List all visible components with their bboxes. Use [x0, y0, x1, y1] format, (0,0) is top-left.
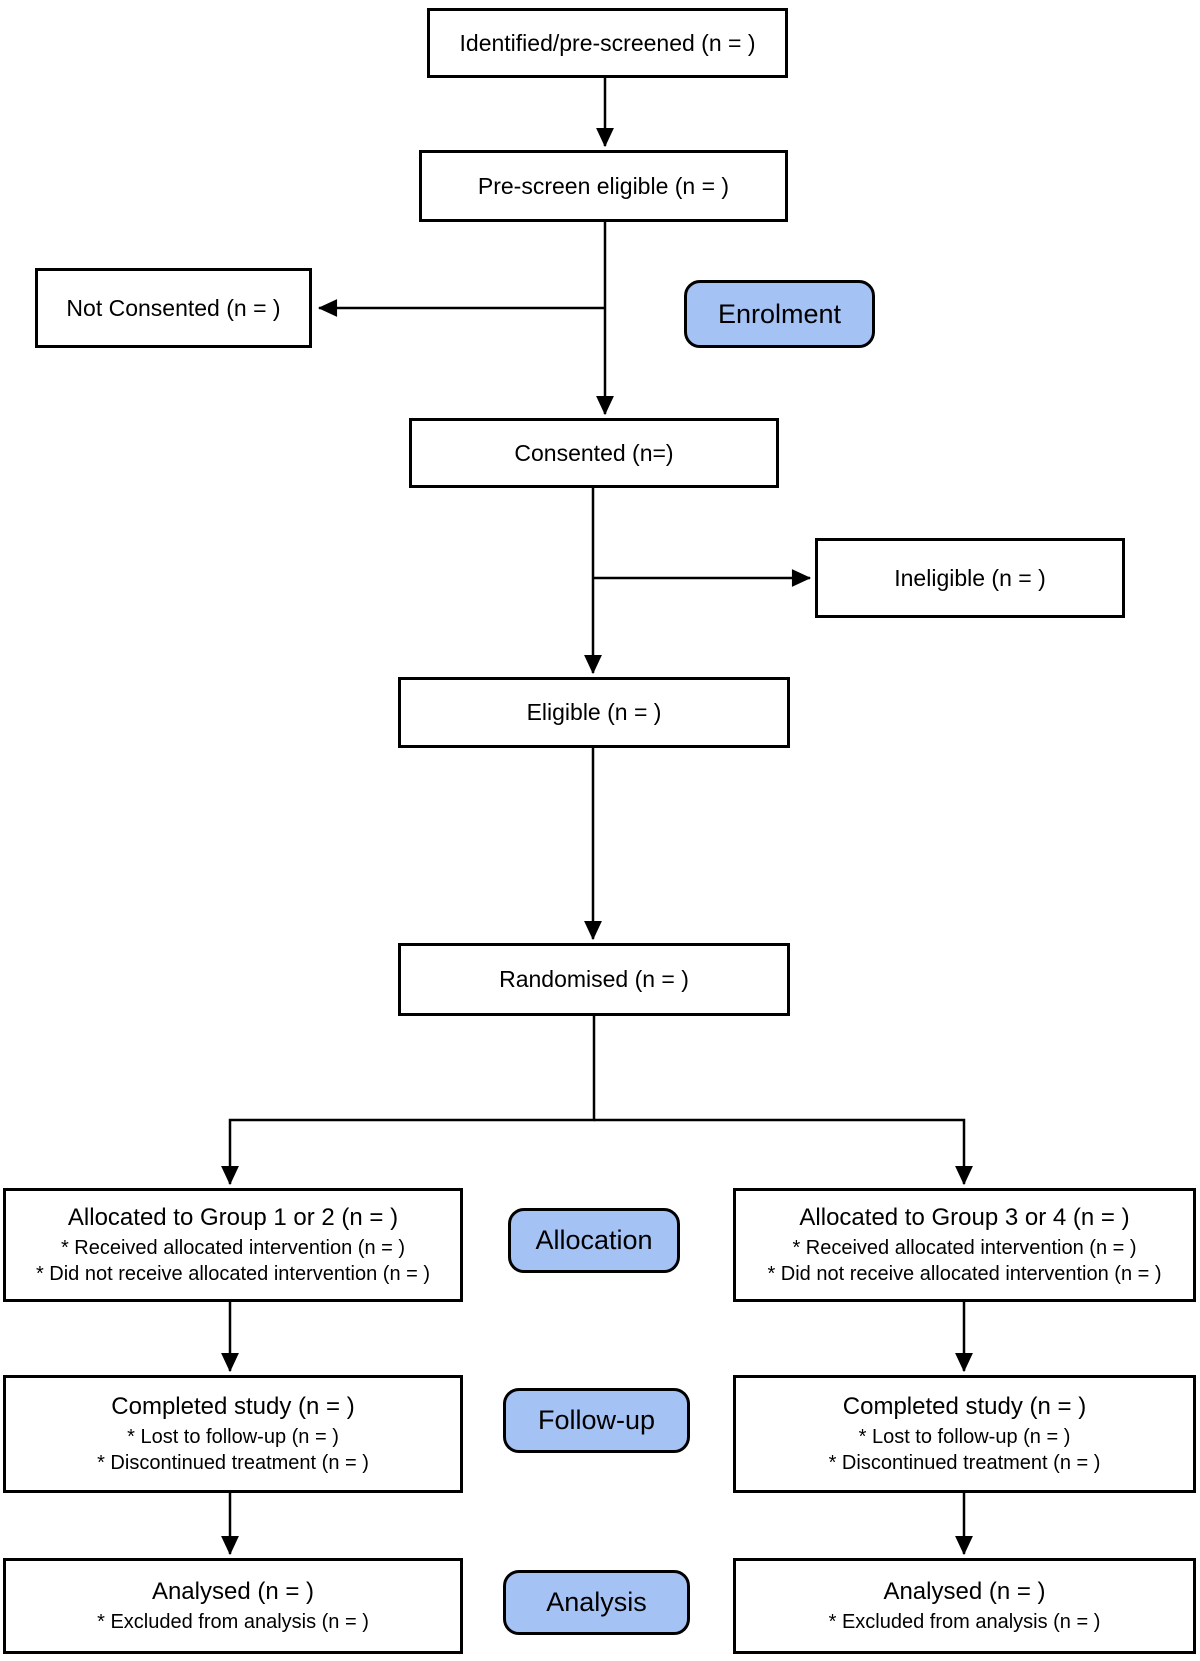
badge-allocation: Allocation — [508, 1208, 680, 1273]
box-ineligible: Ineligible (n = ) — [815, 538, 1125, 618]
bullet-received-intervention: * Received allocated intervention (n = ) — [792, 1236, 1137, 1259]
box-ineligible-label: Ineligible (n = ) — [894, 564, 1046, 591]
badge-enrolment: Enrolment — [684, 280, 875, 348]
badge-follow-up-label: Follow-up — [537, 1405, 656, 1435]
box-allocated-group-3-4-title: Allocated to Group 3 or 4 (n = ) — [799, 1203, 1130, 1231]
box-analysed-left-title: Analysed (n = ) — [151, 1577, 315, 1605]
box-allocated-group-1-2: Allocated to Group 1 or 2 (n = ) * Recei… — [3, 1188, 463, 1302]
box-allocated-group-1-2-title: Allocated to Group 1 or 2 (n = ) — [67, 1203, 399, 1231]
bullet-lost-to-follow-up: * Lost to follow-up (n = ) — [127, 1425, 339, 1448]
box-randomised-label: Randomised (n = ) — [499, 966, 689, 993]
bullet-excluded-from-analysis: * Excluded from analysis (n = ) — [828, 1610, 1101, 1633]
box-randomised: Randomised (n = ) — [398, 943, 790, 1016]
bullet-excluded-from-analysis: * Excluded from analysis (n = ) — [97, 1610, 369, 1633]
box-completed-study-right: Completed study (n = ) * Lost to follow-… — [733, 1375, 1196, 1493]
box-eligible-label: Eligible (n = ) — [526, 699, 662, 726]
box-analysed-left: Analysed (n = ) * Excluded from analysis… — [3, 1558, 463, 1654]
badge-analysis: Analysis — [503, 1570, 690, 1635]
badge-enrolment-label: Enrolment — [717, 298, 842, 329]
box-allocated-group-3-4: Allocated to Group 3 or 4 (n = ) * Recei… — [733, 1188, 1196, 1302]
box-not-consented-label: Not Consented (n = ) — [66, 294, 281, 321]
bullet-discontinued-treatment: * Discontinued treatment (n = ) — [97, 1452, 369, 1474]
bullet-received-intervention: * Received allocated intervention (n = ) — [60, 1236, 406, 1259]
arrow-randomised-to-group-3-4 — [594, 1118, 973, 1186]
badge-follow-up: Follow-up — [503, 1388, 690, 1453]
badge-allocation-label: Allocation — [535, 1225, 653, 1255]
box-analysed-right-title: Analysed (n = ) — [883, 1577, 1046, 1605]
box-prescreen-eligible: Pre-screen eligible (n = ) — [419, 150, 788, 222]
bullet-not-received-intervention: * Did not receive allocated intervention… — [35, 1263, 431, 1285]
bullet-discontinued-treatment: * Discontinued treatment (n = ) — [828, 1452, 1101, 1474]
bullet-lost-to-follow-up: * Lost to follow-up (n = ) — [858, 1425, 1071, 1448]
box-completed-study-left-title: Completed study (n = ) — [111, 1392, 355, 1420]
box-consented: Consented (n=) — [409, 418, 779, 488]
box-completed-study-left: Completed study (n = ) * Lost to follow-… — [3, 1375, 463, 1493]
box-prescreen-eligible-label: Pre-screen eligible (n = ) — [477, 172, 730, 199]
box-identified-label: Identified/pre-screened (n = ) — [459, 29, 756, 56]
box-completed-study-right-title: Completed study (n = ) — [842, 1392, 1087, 1420]
box-analysed-right: Analysed (n = ) * Excluded from analysis… — [733, 1558, 1196, 1654]
box-identified: Identified/pre-screened (n = ) — [427, 8, 788, 78]
box-not-consented: Not Consented (n = ) — [35, 268, 312, 348]
badge-analysis-label: Analysis — [546, 1587, 647, 1617]
box-eligible: Eligible (n = ) — [398, 677, 790, 748]
box-consented-label: Consented (n=) — [514, 439, 674, 466]
arrow-randomised-to-group-1-2 — [221, 1016, 596, 1186]
bullet-not-received-intervention: * Did not receive allocated intervention… — [767, 1263, 1162, 1285]
